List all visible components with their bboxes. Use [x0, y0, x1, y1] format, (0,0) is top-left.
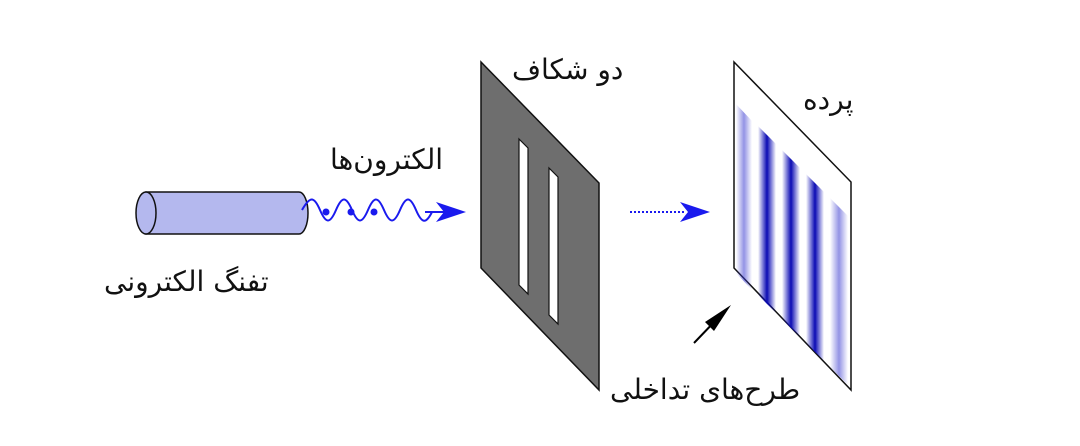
- fringe-edge-left: [736, 104, 752, 290]
- propagation-arrow: [630, 202, 710, 222]
- gun-body: [145, 191, 309, 235]
- wave-arrow-head: [436, 202, 466, 222]
- slit-plate-body: [480, 60, 600, 392]
- fringe: [758, 126, 776, 313]
- gun-front-face: [135, 191, 157, 235]
- electrons-label: الکترون‌ها: [330, 143, 444, 176]
- fringe-edge-right: [830, 198, 848, 385]
- pointer-head: [705, 305, 731, 331]
- electron-gun-label: تفنگ الکترونی: [104, 265, 269, 298]
- fringe: [782, 150, 800, 337]
- detection-screen: [733, 60, 852, 392]
- electron-dot: [322, 208, 330, 216]
- slits-label: دو شکاف: [512, 53, 624, 86]
- slit-upper: [518, 137, 529, 296]
- electron-wave: [301, 198, 466, 222]
- pattern-pointer: [693, 305, 731, 344]
- electron-dot: [347, 208, 355, 216]
- electron-dot: [370, 208, 378, 216]
- screen-label: پرده: [803, 83, 854, 116]
- fringe: [806, 174, 824, 361]
- electron-gun: [135, 191, 309, 235]
- dotted-arrow-head: [680, 202, 710, 222]
- interference-pattern-label: طرح‌های تداخلی: [610, 373, 801, 406]
- slit-plate: [480, 60, 600, 392]
- slit-lower: [548, 166, 559, 326]
- wave-line: [301, 198, 433, 222]
